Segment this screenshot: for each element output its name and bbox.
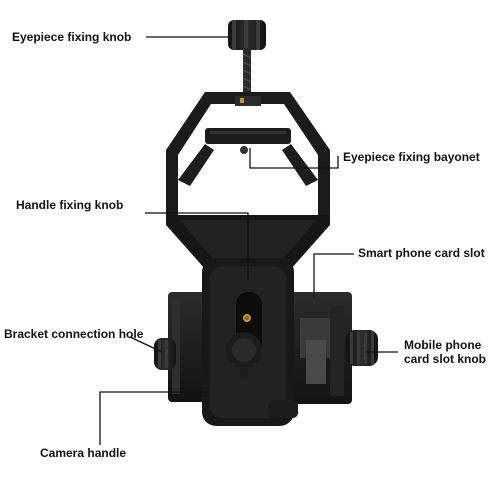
mobile-card-slot-knob: [346, 330, 378, 366]
bracket-connection-knob: [154, 338, 176, 370]
handle-fixing-knob: [226, 332, 262, 378]
callout-handle-knob: [145, 212, 249, 280]
callout-eyepiece-bayonet: [249, 148, 339, 169]
label-camera-handle: Camera handle: [40, 446, 127, 460]
label-smart-phone-card-slot: Smart phone card slot: [358, 246, 485, 260]
label-handle-fixing-knob: Handle fixing knob: [16, 198, 124, 212]
eyepiece-clamp-frame: [166, 92, 330, 222]
label-mobile-phone-card-slot-knob: Mobile phone card slot knob: [404, 338, 487, 366]
label-bracket-connection-hole: Bracket connection hole: [4, 327, 144, 341]
callout-camera-handle: [99, 391, 210, 445]
callout-phone-slot: [313, 253, 354, 298]
label-eyepiece-fixing-knob: Eyepiece fixing knob: [12, 30, 132, 44]
callout-bracket-hole: [129, 336, 163, 353]
callout-lines: [99, 36, 398, 445]
bottom-locking-knob: [268, 400, 298, 418]
phone-card-slot-body: [168, 292, 352, 404]
label-eyepiece-fixing-bayonet: Eyepiece fixing bayonet: [343, 150, 480, 164]
eyepiece-fixing-knob: [228, 20, 266, 94]
